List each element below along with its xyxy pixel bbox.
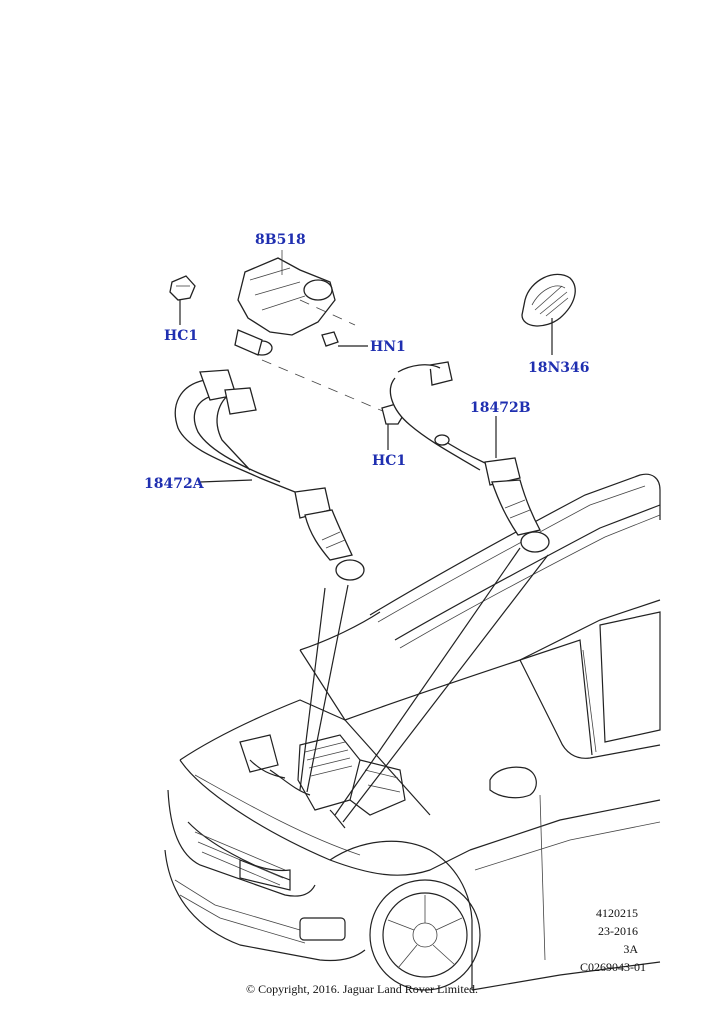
- hose-clip-hc1-left: [169, 275, 196, 325]
- heater-hose-18472a: [174, 369, 365, 581]
- vehicle-illustration: [164, 473, 661, 991]
- callout-hn1[interactable]: HN1: [370, 339, 406, 355]
- nut-hn1: [321, 331, 368, 347]
- callout-18472b[interactable]: 18472B: [470, 400, 531, 416]
- reference-code-3: 3A: [623, 942, 638, 956]
- callout-18472a[interactable]: 18472A: [144, 476, 204, 492]
- callout-hc1-left[interactable]: HC1: [164, 328, 199, 344]
- water-pump-8b518: [234, 250, 336, 356]
- heater-hose-18472b: [389, 361, 550, 553]
- reference-code-4: C0269043-01: [580, 960, 646, 974]
- callout-8b518[interactable]: 8B518: [255, 232, 306, 248]
- reference-code-1: 4120215: [596, 906, 638, 920]
- callout-hc1-right[interactable]: HC1: [372, 453, 407, 469]
- reference-code-2: 23-2016: [598, 924, 638, 938]
- callout-18n346[interactable]: 18N346: [528, 360, 590, 376]
- engine-bay: [239, 734, 406, 829]
- grommet-18n346: [521, 273, 576, 355]
- copyright-notice: © Copyright, 2016. Jaguar Land Rover Lim…: [245, 982, 479, 996]
